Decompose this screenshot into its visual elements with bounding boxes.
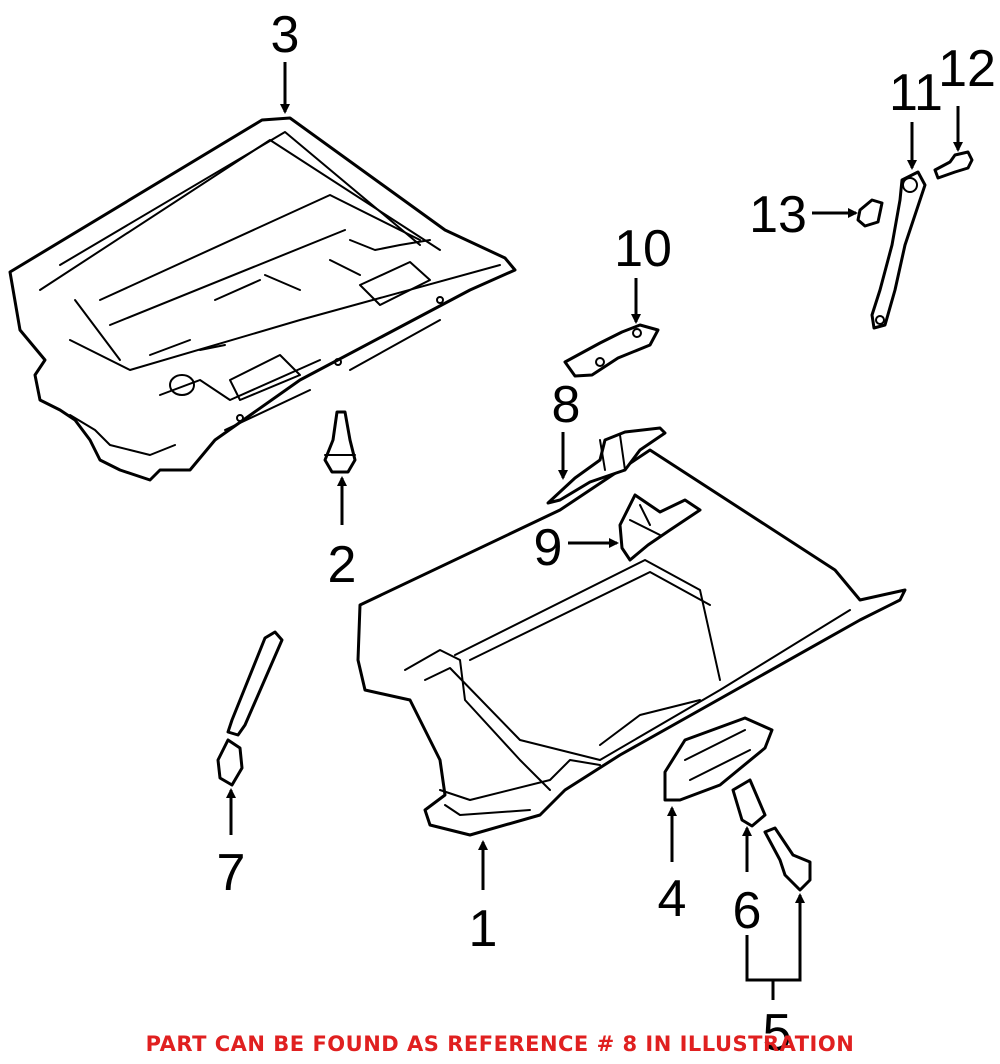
part-3-upper-panel xyxy=(8,116,517,482)
callout-13: 13 xyxy=(749,186,807,244)
callouts: 3 2 1 8 9 10 11 12 13 7 4 6 5 xyxy=(217,6,996,1062)
part-6-lock-insert xyxy=(731,778,767,828)
callout-4: 4 xyxy=(658,870,687,928)
part-8-hinge xyxy=(546,426,667,505)
callout-9: 9 xyxy=(534,519,563,577)
callout-10: 10 xyxy=(614,220,672,278)
part-12-screw xyxy=(933,150,974,180)
callout-12: 12 xyxy=(938,40,996,98)
callout-3: 3 xyxy=(271,6,300,64)
callout-8: 8 xyxy=(552,376,581,434)
part-11-strap xyxy=(870,170,927,330)
callout-2: 2 xyxy=(328,536,357,594)
callout-11: 11 xyxy=(889,64,943,122)
part-1-glove-box xyxy=(356,448,907,837)
part-13-clip xyxy=(856,198,884,228)
part-9-latch xyxy=(618,493,702,562)
part-5-key xyxy=(763,826,812,892)
callout-6: 6 xyxy=(733,882,762,940)
leader-lines xyxy=(226,62,963,1000)
callout-5: 5 xyxy=(763,1004,792,1062)
part-2-stop xyxy=(323,410,357,474)
callout-1: 1 xyxy=(469,900,498,958)
part-7-strut xyxy=(216,630,284,787)
reference-note: PART CAN BE FOUND AS REFERENCE # 8 IN IL… xyxy=(145,1032,855,1056)
part-4-lock-housing xyxy=(663,716,774,802)
callout-7: 7 xyxy=(217,844,246,902)
part-10-bracket xyxy=(563,323,660,378)
